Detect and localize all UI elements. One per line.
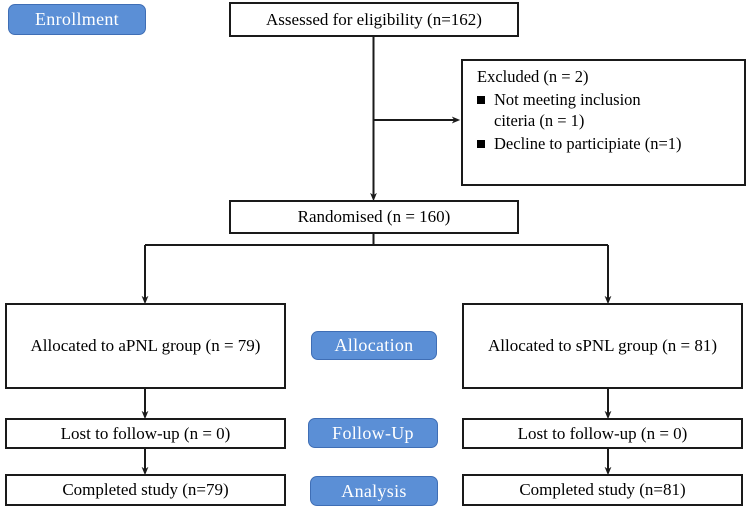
node-randomised: Randomised (n = 160) [229,200,519,234]
excluded-reason-item: Decline to participiate (n=1) [477,133,734,154]
node-excluded: Excluded (n = 2) Not meeting inclusion c… [461,59,746,186]
stage-badge-analysis[interactable]: Analysis [310,476,438,506]
node-lost-to-followup-apnl: Lost to follow-up (n = 0) [5,418,286,449]
excluded-reason-line2: citeria (n = 1) [494,111,585,131]
stage-badge-follow-up[interactable]: Follow-Up [308,418,438,448]
excluded-heading: Excluded (n = 2) [477,67,589,86]
excluded-reason-item: Not meeting inclusion citeria (n = 1) [477,89,734,132]
bullet-square-icon [477,95,485,104]
bullet-square-icon [477,139,485,148]
node-allocated-apnl: Allocated to aPNL group (n = 79) [5,303,286,389]
node-completed-study-spnl: Completed study (n=81) [462,474,743,506]
excluded-reason-line3: Decline to participiate (n=1) [494,133,682,153]
excluded-reason-line1: Not meeting inclusion [494,89,641,109]
stage-badge-allocation[interactable]: Allocation [311,331,437,360]
node-allocated-spnl: Allocated to sPNL group (n = 81) [462,303,743,389]
node-completed-study-apnl: Completed study (n=79) [5,474,286,506]
node-assessed-for-eligibility: Assessed for eligibility (n=162) [229,2,519,37]
stage-badge-enrollment[interactable]: Enrollment [8,4,146,35]
excluded-reason-list: Not meeting inclusion citeria (n = 1) De… [477,89,734,154]
node-lost-to-followup-spnl: Lost to follow-up (n = 0) [462,418,743,449]
